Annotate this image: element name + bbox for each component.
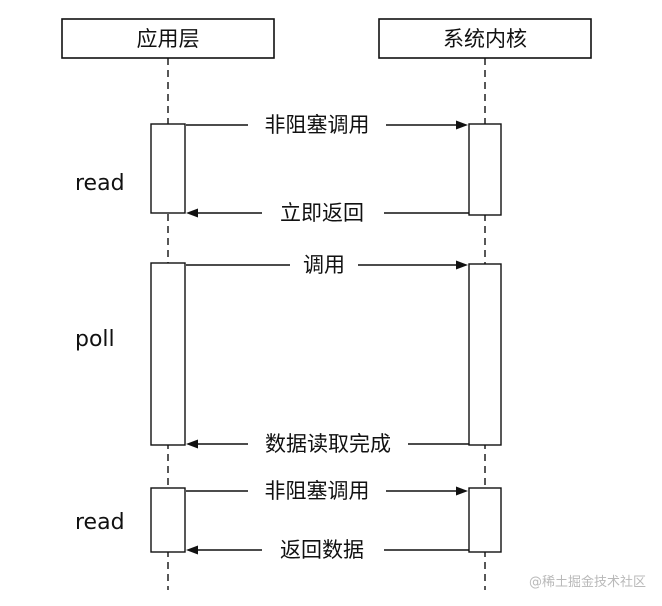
call-arrowhead-read-1 — [456, 120, 468, 130]
app-participant: 应用层 — [61, 18, 275, 59]
message-call: 调用 — [303, 253, 345, 277]
phase-label-read-1: read — [75, 171, 125, 196]
message-return-data: 返回数据 — [280, 538, 364, 562]
phase-label-read-2: read — [75, 510, 125, 535]
message-data-read-complete: 数据读取完成 — [265, 432, 391, 456]
app-activation-read-2 — [150, 487, 186, 553]
app-participant-label: 应用层 — [137, 27, 200, 51]
kernel-activation-read-2 — [468, 487, 502, 553]
kernel-participant-label: 系统内核 — [443, 27, 527, 51]
watermark: @稀土掘金技术社区 — [529, 574, 646, 590]
message-nonblocking-call-1: 非阻塞调用 — [265, 113, 370, 137]
app-activation-poll — [150, 262, 186, 446]
call-arrowhead-poll — [456, 260, 468, 270]
phase-poll: poll 调用 数据读取完成 — [75, 250, 502, 457]
reply-arrowhead-read-1 — [186, 208, 198, 218]
message-nonblocking-call-2: 非阻塞调用 — [265, 479, 370, 503]
kernel-activation-poll — [468, 263, 502, 446]
message-immediate-return: 立即返回 — [280, 201, 364, 225]
phase-label-poll: poll — [75, 327, 115, 352]
kernel-participant: 系统内核 — [378, 18, 592, 59]
kernel-activation-read-1 — [468, 123, 502, 216]
reply-arrowhead-read-2 — [186, 545, 198, 555]
app-activation-read-1 — [150, 123, 186, 214]
phase-read-1: read 非阻塞调用 立即返回 — [75, 110, 502, 226]
call-arrowhead-read-2 — [456, 486, 468, 496]
reply-arrowhead-poll — [186, 439, 198, 449]
phase-read-2: read 非阻塞调用 返回数据 — [75, 476, 502, 563]
